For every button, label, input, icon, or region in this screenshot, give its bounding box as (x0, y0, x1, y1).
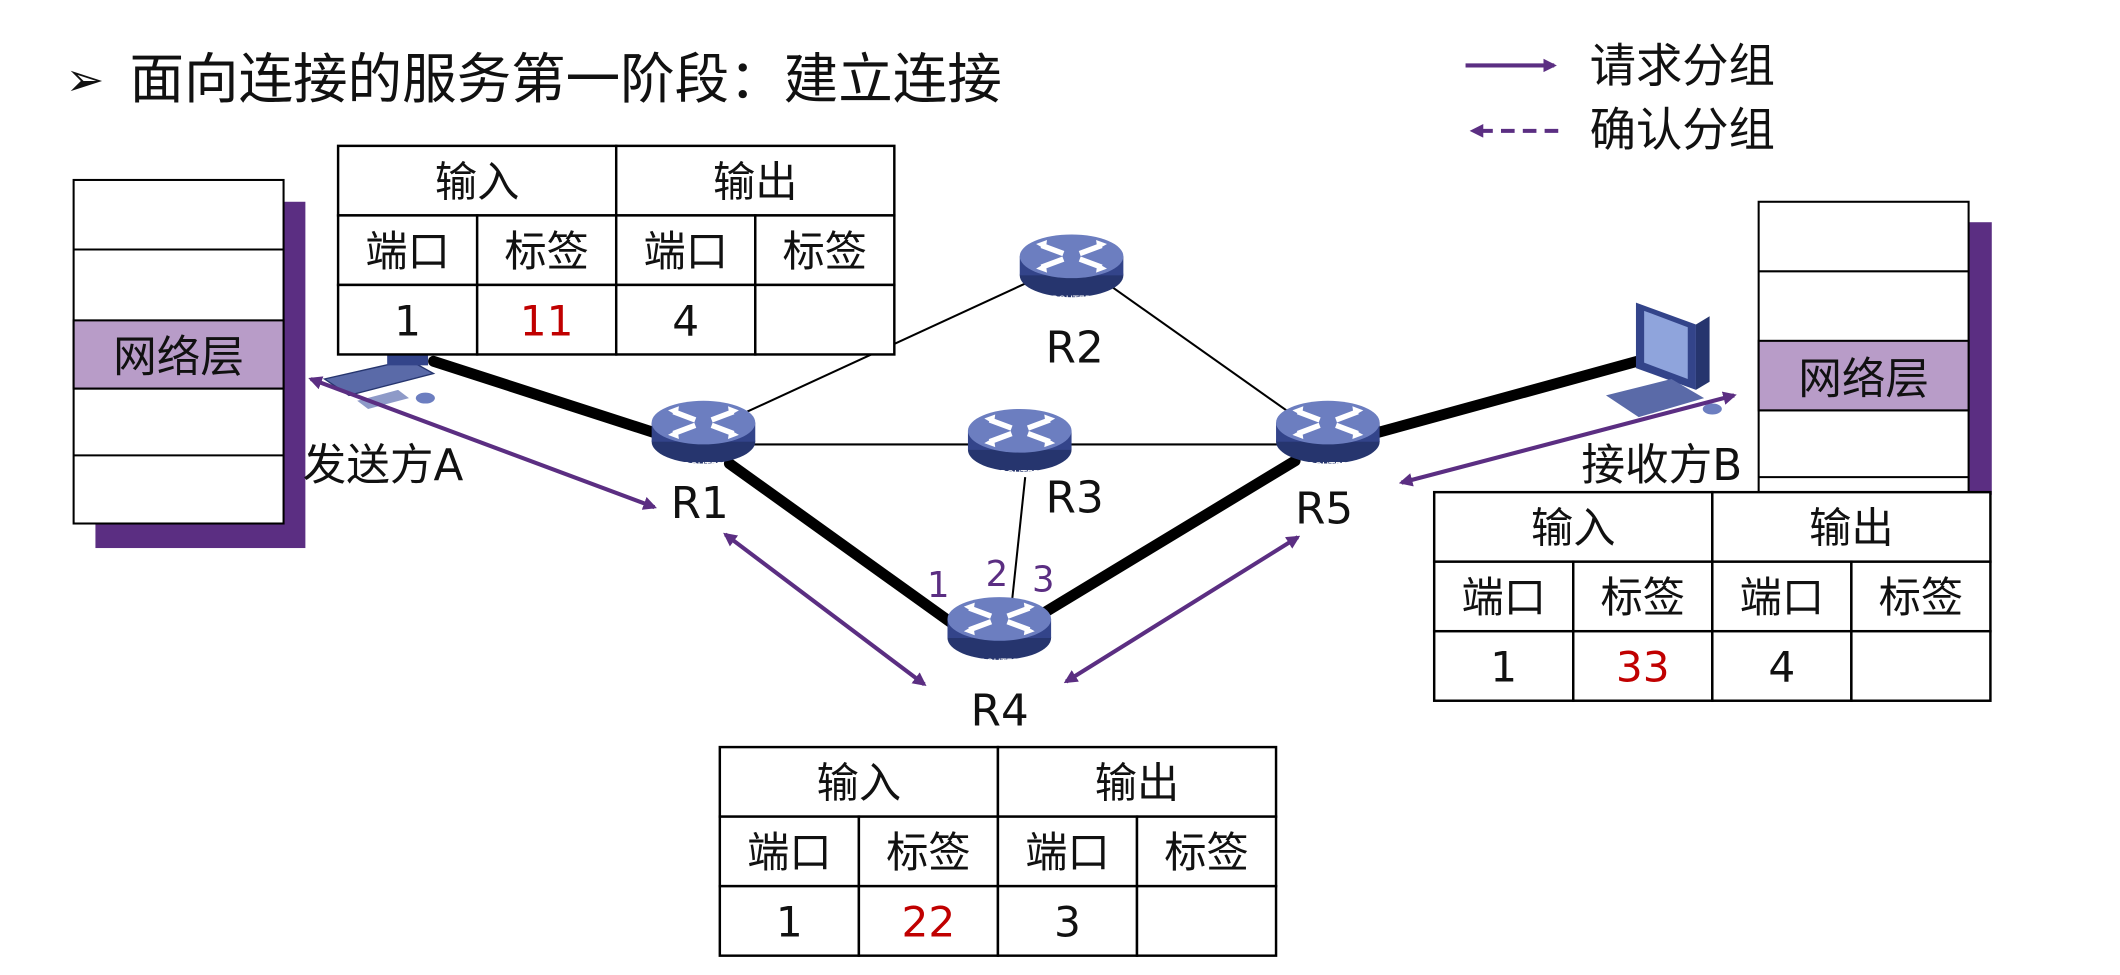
table-column-text: 标签 (504, 227, 589, 276)
arrow-r1-r4 (723, 532, 927, 687)
port-label: 2 (986, 554, 1009, 595)
table-row-cell (1850, 629, 1992, 702)
arrow-a-r1 (308, 376, 657, 510)
sender-network-layer (72, 319, 285, 390)
table-column-text: 标签 (783, 227, 867, 276)
receiver-label: 接收方B (1581, 441, 1742, 491)
router-r5-caption: ROUTER (1308, 461, 1348, 472)
router-r4: ROUTER R4 (947, 597, 1051, 736)
table-column-text: 标签 (1879, 573, 1964, 622)
table-column-text: 端口 (1025, 828, 1110, 877)
table-row-cell (1135, 884, 1278, 957)
table-header-text: 输入 (1531, 504, 1616, 553)
table-column-cell (754, 214, 896, 287)
table-column-cell (1711, 560, 1853, 633)
table-row-cell (475, 283, 618, 356)
table-column-text: 端口 (365, 227, 450, 276)
router-r5: ROUTER R5 (1276, 401, 1380, 535)
router-r3-label: R3 (1046, 474, 1104, 524)
receiver-network-stack: 网络层 (1757, 200, 1992, 496)
table-header-cell (1711, 490, 1992, 563)
port-label: 1 (927, 565, 950, 606)
bullet-icon: ➢ (65, 52, 104, 106)
table-row-cell (1432, 629, 1575, 702)
table-column-text: 端口 (643, 227, 727, 276)
sender-network-stack: 网络层 (72, 178, 306, 549)
request-confirm-arrows (308, 376, 1737, 687)
receiver-layer-label: 网络层 (1798, 355, 1929, 405)
legend-confirm-label: 确认分组 (1590, 103, 1775, 157)
router-r3-caption: ROUTER (1000, 469, 1040, 480)
link-r3-r4 (1010, 477, 1027, 606)
receiver-network-layer (1757, 339, 1970, 412)
table-header-cell (718, 745, 1000, 818)
table-column-cell (1432, 560, 1575, 633)
table-row-text: 1 (394, 296, 421, 345)
table-row-text: 4 (672, 296, 699, 345)
router-r3: ROUTER R3 (968, 409, 1104, 524)
legend-request-label: 请求分组 (1590, 39, 1775, 93)
sender-label: 发送方A (303, 441, 464, 491)
port-label: 3 (1032, 560, 1055, 601)
table-column-cell (857, 815, 1000, 888)
table-header-text: 输入 (817, 759, 902, 808)
table-header-text: 输入 (435, 157, 520, 206)
table-header-text: 输出 (1095, 759, 1180, 808)
router-r2-caption: ROUTER (1052, 295, 1092, 306)
table-column-text: 端口 (1461, 573, 1546, 622)
router-r1: ROUTER R1 (652, 401, 756, 529)
table-column-cell (614, 214, 757, 287)
r4-port-labels: 1 2 3 (927, 554, 1055, 606)
table-row-cell (718, 884, 861, 957)
table-header-text: 输出 (713, 157, 798, 206)
table-column-text: 标签 (886, 828, 971, 877)
page-title: 面向连接的服务第一阶段：建立连接 (130, 47, 1002, 111)
router-r4-caption: ROUTER (980, 657, 1020, 668)
table-column-text: 标签 (1601, 573, 1686, 622)
table-row-cell (1711, 629, 1853, 702)
legend: 请求分组 确认分组 (1465, 39, 1775, 157)
table-row-text: 3 (1054, 898, 1081, 947)
arrow-r4-r5 (1063, 535, 1301, 684)
router-r2-label: R2 (1046, 324, 1104, 374)
table-row-text: 1 (1490, 643, 1517, 692)
router-r5-label: R5 (1295, 485, 1353, 535)
table-column-cell (475, 214, 618, 287)
table-column-cell (718, 815, 861, 888)
sender-computer-icon (322, 351, 436, 409)
table-column-cell (996, 815, 1139, 888)
table-column-text: 标签 (1164, 828, 1248, 877)
table-row-text: 1 (776, 898, 803, 947)
table-column-text: 端口 (747, 828, 831, 877)
table-row-cell (336, 283, 479, 356)
link-r2-r5 (1110, 285, 1289, 413)
table-label-value: 22 (902, 898, 956, 947)
router-r1-label: R1 (671, 479, 729, 529)
table-column-cell (1135, 815, 1278, 888)
table-column-text: 端口 (1740, 573, 1824, 622)
table-row-text: 4 (1768, 643, 1795, 692)
link-a-r1 (428, 355, 663, 439)
table-header-cell (614, 144, 896, 217)
table-header-text: 输出 (1809, 504, 1894, 553)
sender-layer-label: 网络层 (113, 333, 244, 383)
table-row-cell (754, 283, 896, 356)
arrow-r5-b (1398, 391, 1737, 487)
table-header-cell (996, 745, 1278, 818)
table-label-value: 11 (520, 296, 574, 345)
router-r4-label: R4 (971, 686, 1029, 736)
router-r2: ROUTER R2 (1020, 234, 1124, 374)
table-label-value: 33 (1616, 643, 1670, 692)
router-r1-caption: ROUTER (684, 461, 724, 472)
